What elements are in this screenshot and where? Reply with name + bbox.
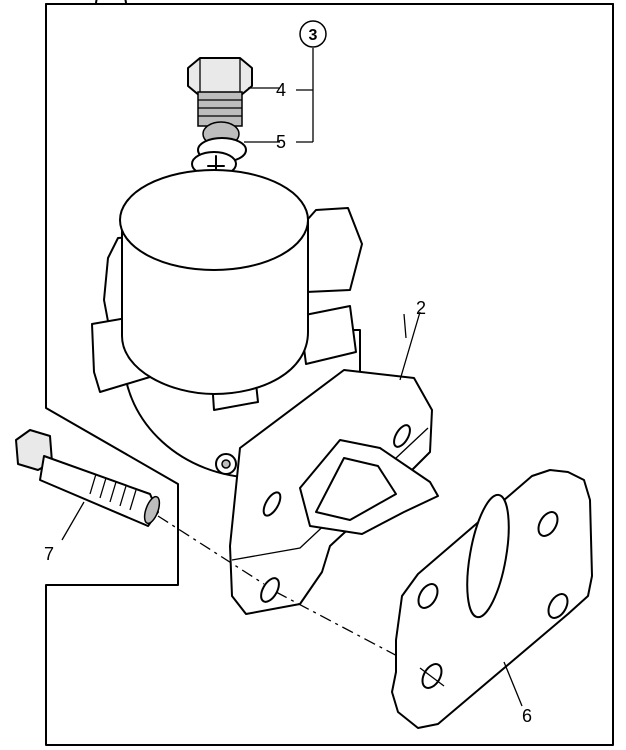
callout-7-text: 7 [44, 544, 54, 564]
threaded-fitting-part-4 [187, 57, 280, 127]
callout-2-text: 2 [416, 298, 426, 318]
diagram-frame [45, 0, 614, 746]
mounting-bolt-part-7 [15, 429, 421, 669]
callout-5-text: 5 [276, 132, 286, 152]
callout-6-text: 6 [522, 706, 532, 726]
filter-screen-part-5 [197, 121, 280, 163]
fuel-pump-body-part-2 [91, 169, 439, 615]
gasket-part-6 [391, 469, 593, 729]
leader-line-2 [403, 313, 407, 339]
callout-3: 3 [299, 20, 327, 48]
callout-bracket-3 [296, 48, 314, 143]
callout-4-text: 4 [276, 80, 286, 100]
callout-3-text: 3 [309, 27, 318, 44]
